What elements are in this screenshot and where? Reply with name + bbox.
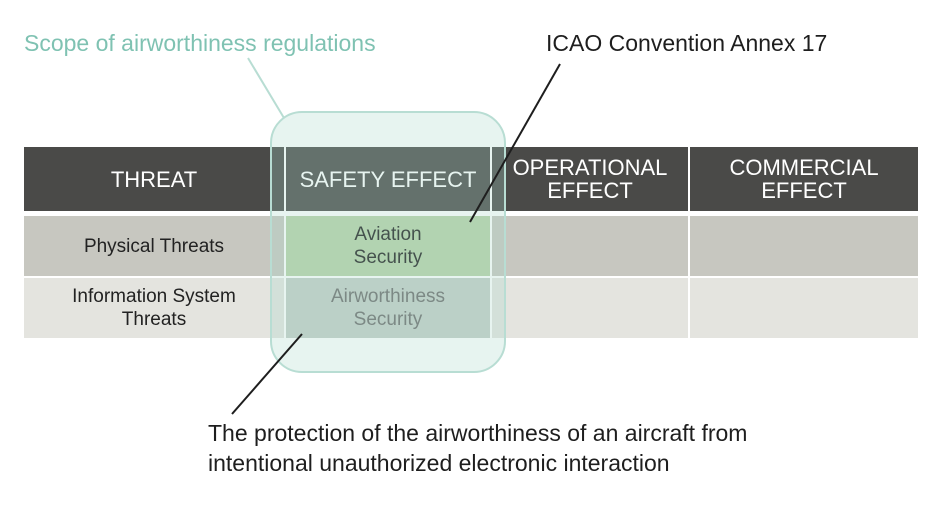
physical-threats-text: Physical Threats xyxy=(83,235,225,257)
airworthiness-security-line1: Airworthiness xyxy=(330,286,446,307)
header-commercial-line2: EFFECT xyxy=(761,178,847,203)
note-connector-line xyxy=(231,333,303,415)
cell-physical-operational xyxy=(492,216,688,276)
scope-label: Scope of airworthiness regulations xyxy=(24,30,376,56)
airworthiness-security-definition: The protection of the airworthiness of a… xyxy=(208,418,747,478)
header-operational-effect: OPERATIONAL EFFECT xyxy=(492,147,688,211)
row-physical-threats-label: Physical Threats xyxy=(24,216,284,276)
scope-connector-line xyxy=(247,57,285,119)
header-operational-line2: EFFECT xyxy=(547,178,633,203)
aviation-security-line1: Aviation xyxy=(354,224,422,245)
cell-physical-commercial xyxy=(690,216,918,276)
information-system-line2: Threats xyxy=(121,309,187,330)
header-operational-line1: OPERATIONAL xyxy=(512,155,668,180)
header-safety-effect: SAFETY EFFECT xyxy=(286,147,490,211)
airworthiness-security-line2: Security xyxy=(353,309,423,330)
aviation-security-line2: Security xyxy=(353,247,423,268)
information-system-line1: Information System xyxy=(72,286,236,307)
header-threat: THREAT xyxy=(24,147,284,211)
header-commercial-line1: COMMERCIAL xyxy=(729,155,879,180)
annex-label: ICAO Convention Annex 17 xyxy=(546,30,828,56)
cell-information-commercial xyxy=(690,278,918,338)
row-information-system-threats-label: Information System Threats xyxy=(24,278,284,338)
definition-line2: intentional unauthorized electronic inte… xyxy=(208,450,670,476)
cell-airworthiness-security: Airworthiness Security xyxy=(286,278,490,338)
header-commercial-effect: COMMERCIAL EFFECT xyxy=(690,147,918,211)
annex-connector-line xyxy=(469,63,561,223)
scope-overlay-box xyxy=(270,111,506,373)
cell-information-operational xyxy=(492,278,688,338)
header-safety-effect-label: SAFETY EFFECT xyxy=(299,166,477,192)
header-threat-label: THREAT xyxy=(110,166,198,192)
definition-line1: The protection of the airworthiness of a… xyxy=(208,420,748,446)
cell-aviation-security: Aviation Security xyxy=(286,216,490,276)
